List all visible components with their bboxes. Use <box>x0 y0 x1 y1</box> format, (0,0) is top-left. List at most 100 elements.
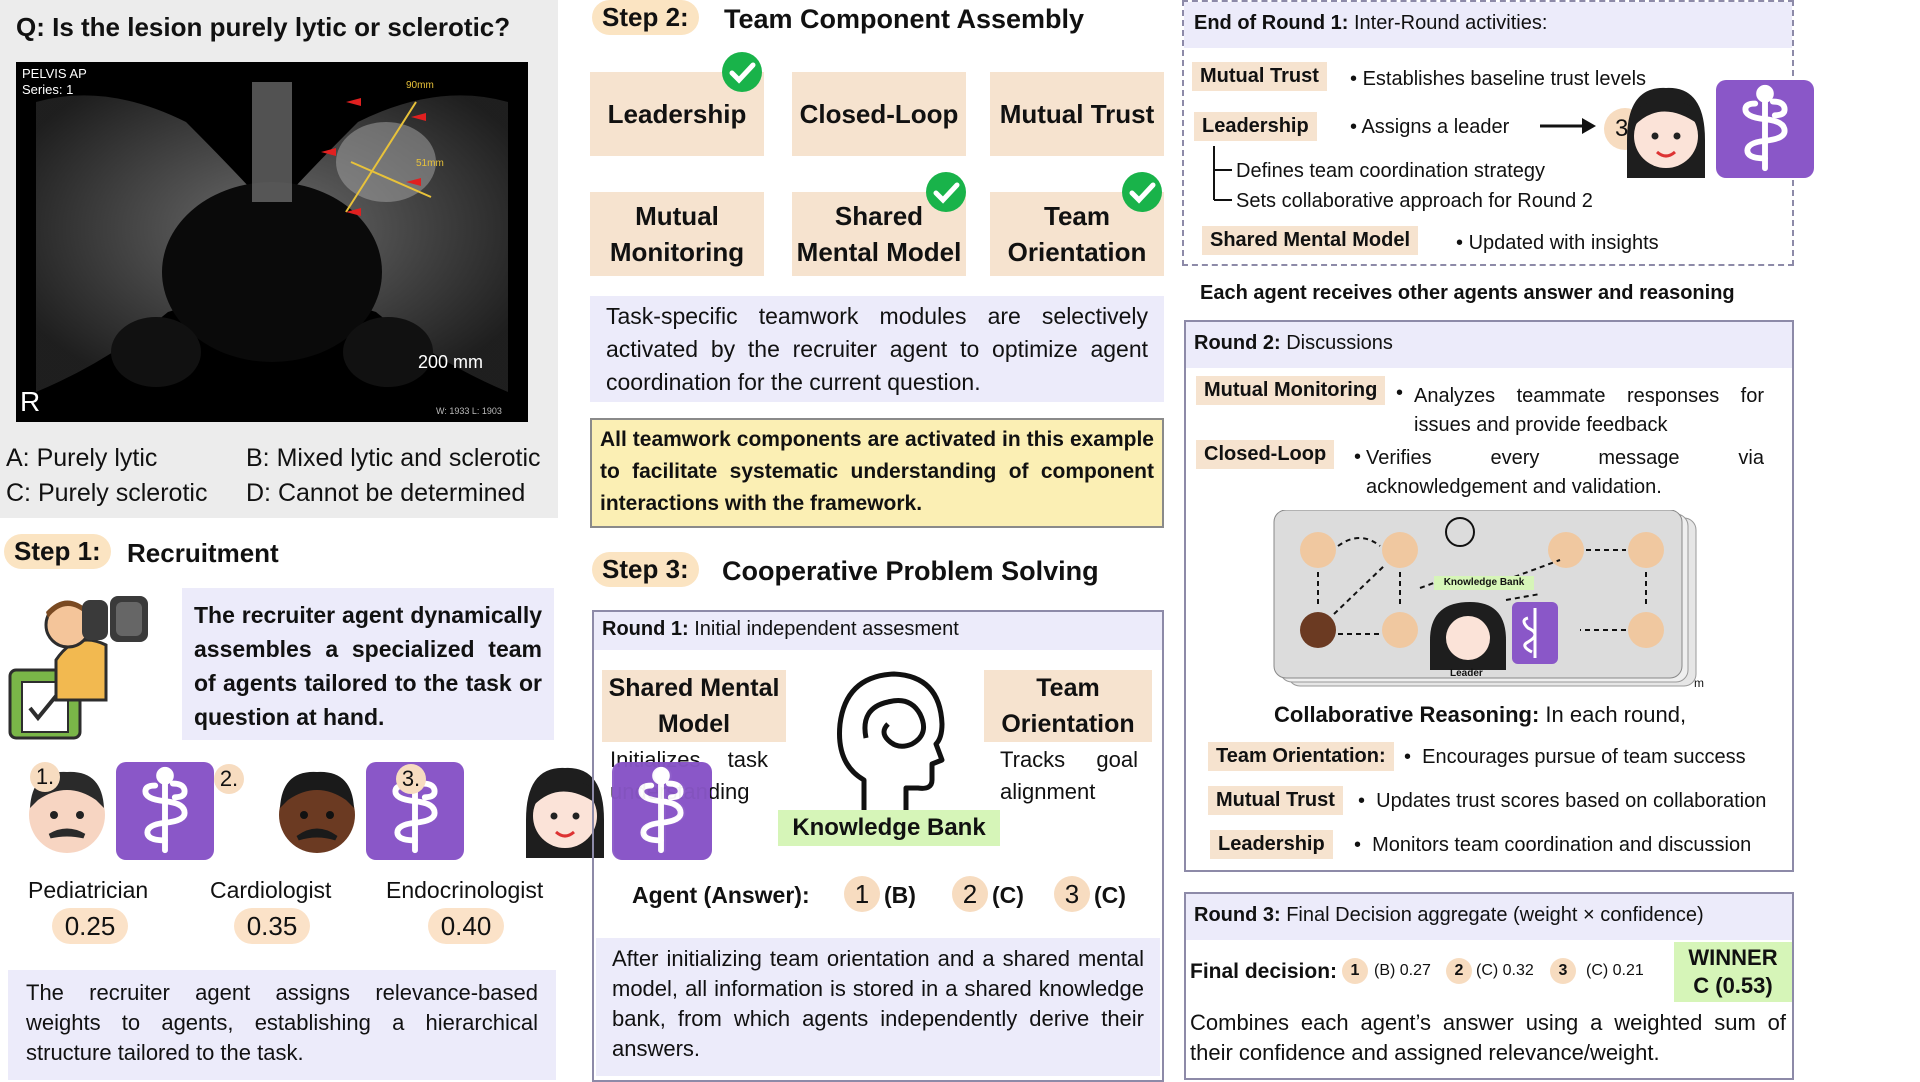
round3-footer: Combines each agent’s answer using a wei… <box>1190 1010 1786 1065</box>
inter-leadership-text: • Assigns a leader <box>1350 116 1510 138</box>
inter-leadership-tag: Leadership <box>1194 112 1317 141</box>
component-closed-loop: Closed-Loop <box>792 72 966 156</box>
check-icon <box>1122 172 1162 212</box>
round2-mt-text: • Updates trust scores based on collabor… <box>1358 790 1767 812</box>
leader-avatar <box>1620 80 1712 180</box>
collab-text: In each round, <box>1545 702 1687 727</box>
round2-panel <box>1184 320 1794 872</box>
answer-1: (B) <box>884 882 916 908</box>
xray-footer: W: 1933 L: 1903 <box>436 406 502 416</box>
inter-mutual-trust-text: • Establishes baseline trust levels <box>1350 68 1647 90</box>
step1-title: Recruitment <box>127 538 279 568</box>
check-icon <box>722 52 762 92</box>
inter-smm-desc: Updated with insights <box>1468 232 1659 254</box>
inter-round-header: End of Round 1: Inter-Round activities: <box>1184 2 1792 48</box>
vote-number-1: 1 <box>1342 958 1368 984</box>
round3-label: Round 3: <box>1194 904 1281 926</box>
arrow-right-icon <box>1540 114 1596 138</box>
vote-3: (C) 0.21 <box>1586 962 1644 979</box>
round2-cl-bullet: • <box>1354 446 1362 468</box>
round2-text: Discussions <box>1286 332 1393 354</box>
inter-sub-2: Sets collaborative approach for Round 2 <box>1236 190 1593 212</box>
collab-line: Collaborative Reasoning: In each round, <box>1274 702 1686 728</box>
round2-to-tag: Team Orientation: <box>1208 742 1394 771</box>
vote-number-2: 2 <box>1446 958 1472 984</box>
component-label: Mutual Trust <box>999 98 1155 129</box>
component-label: Mutual Monitoring <box>609 201 745 267</box>
round1-header: Round 1: Initial independent assesment <box>594 612 1162 650</box>
round2-to-desc: Encourages pursue of team success <box>1422 746 1746 768</box>
caduceus-icon <box>116 762 214 860</box>
inter-mutual-trust-tag: Mutual Trust <box>1192 62 1327 91</box>
round2-lead-desc: Monitors team coordination and discussio… <box>1372 834 1752 856</box>
agent-number-2: 2. <box>214 764 244 794</box>
question-text: Q: Is the lesion purely lytic or sclerot… <box>16 12 511 42</box>
winner-line-1: WINNER <box>1688 945 1778 970</box>
agent-role-endocrinologist: Endocrinologist <box>386 877 544 903</box>
discussion-diagram: Knowledge Bank Leader m <box>1270 509 1704 690</box>
round2-kb-small: Knowledge Bank <box>1443 577 1525 588</box>
step1-description: The recruiter agent dynamically assemble… <box>182 588 554 740</box>
agent-weight-2: 0.35 <box>234 908 310 944</box>
head-outline-icon <box>832 668 948 818</box>
recruiter-icon <box>6 590 156 740</box>
component-team-orientation: Team Orientation <box>990 192 1164 276</box>
round3-text: Final Decision aggregate (weight × confi… <box>1286 904 1704 926</box>
inter-round-text: Inter-Round activities: <box>1353 12 1548 34</box>
xray-dimension-2: 51mm <box>416 158 444 169</box>
component-label: Leadership <box>607 98 747 129</box>
knowledge-bank-label: Knowledge Bank <box>778 810 1000 846</box>
caduceus-icon <box>612 762 710 860</box>
component-label: Team Orientation <box>1007 201 1147 267</box>
round2-to-text: • Encourages pursue of team success <box>1404 746 1746 768</box>
xray-dimension-1: 90mm <box>406 80 434 91</box>
inter-sub-1: Defines team coordination strategy <box>1236 160 1546 182</box>
option-c: C: Purely sclerotic <box>6 479 208 507</box>
answer-number-2: 2 <box>952 876 988 912</box>
component-label: Shared Mental Model <box>796 201 962 267</box>
xray-series: Series: 1 <box>22 82 74 97</box>
round2-cl-tag: Closed-Loop <box>1196 440 1335 469</box>
answer-number-3: 3 <box>1054 876 1090 912</box>
round2-m-label: m <box>1694 676 1704 690</box>
round1-text: Initial independent assesment <box>694 618 959 640</box>
round1-shared-mental-model: Shared Mental Model <box>602 670 786 742</box>
agent-role-pediatrician: Pediatrician <box>28 877 149 903</box>
step1-footer: The recruiter agent assigns relevance-ba… <box>8 970 556 1080</box>
round2-lead-text: • Monitors team coordination and discuss… <box>1354 834 1752 856</box>
round1-to-text: Tracks goal alignment <box>1000 747 1138 804</box>
xray-marker: R <box>20 386 41 417</box>
vote-number-3: 3 <box>1550 958 1576 984</box>
vote-2: (C) 0.32 <box>1476 962 1534 979</box>
round3-header: Round 3: Final Decision aggregate (weigh… <box>1186 894 1792 940</box>
answer-2: (C) <box>992 882 1024 908</box>
option-b: B: Mixed lytic and sclerotic <box>246 444 541 472</box>
round1-team-orientation: Team Orientation <box>984 670 1152 742</box>
agent-number-3: 3. <box>396 764 426 794</box>
inter-smm-tag: Shared Mental Model <box>1202 226 1419 255</box>
round2-cl-text: Verifies every message via acknowledgeme… <box>1366 447 1764 498</box>
step2-badge: Step 2: <box>592 0 699 35</box>
step3-title: Cooperative Problem Solving <box>722 556 1099 586</box>
component-mutual-trust: Mutual Trust <box>990 72 1164 156</box>
agent-weight-3: 0.40 <box>428 908 504 944</box>
answer-3: (C) <box>1094 882 1126 908</box>
step2-description: Task-specific teamwork modules are selec… <box>590 296 1164 402</box>
xray-header: PELVIS AP <box>22 66 87 81</box>
agent-cardiologist-avatar <box>272 760 362 860</box>
agent-number-1: 1. <box>30 762 60 792</box>
winner-badge: WINNER C (0.53) <box>1674 942 1792 1002</box>
collab-label: Collaborative Reasoning: <box>1274 702 1540 727</box>
round2-mt-desc: Updates trust scores based on collaborat… <box>1376 790 1767 812</box>
xray-image: PELVIS AP Series: 1 90mm 51mm 200 mm R W… <box>16 62 528 422</box>
inter-smm-text: • Updated with insights <box>1456 232 1659 254</box>
inter-leadership-desc: Assigns a leader <box>1361 116 1510 138</box>
agent-endocrinologist-avatar <box>520 760 610 860</box>
round2-leader-small: Leader <box>1450 668 1483 679</box>
check-icon <box>926 172 966 212</box>
step1-badge: Step 1: <box>4 534 111 569</box>
component-label: Closed-Loop <box>799 98 959 129</box>
inter-mutual-trust-desc: Establishes baseline trust levels <box>1362 68 1647 90</box>
inter-round-label: End of Round 1: <box>1194 12 1349 34</box>
winner-line-2: C (0.53) <box>1693 973 1773 998</box>
